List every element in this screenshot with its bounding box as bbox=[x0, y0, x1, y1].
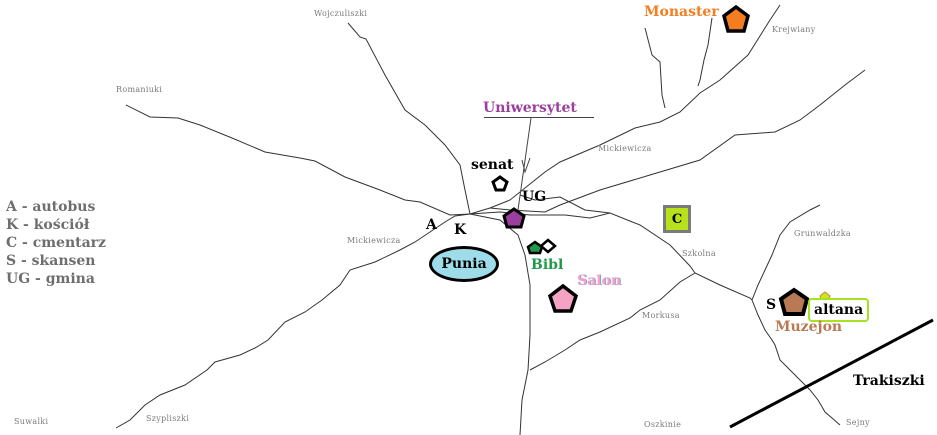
road-monaster-branch-2 bbox=[697, 17, 713, 87]
uniwersytet-underline bbox=[484, 117, 594, 118]
place-label-romaniuki: Romaniuki bbox=[116, 85, 163, 94]
ug-marker-icon bbox=[502, 207, 526, 229]
landmark-label-punia: Punia bbox=[441, 256, 487, 272]
road-grunwaldzka bbox=[751, 204, 821, 301]
map-legend: A - autobus K - kościół C - cmentarz S -… bbox=[6, 198, 106, 288]
place-label-sejny: Sejny bbox=[846, 418, 870, 427]
street-label-szkolna: Szkolna bbox=[682, 249, 716, 258]
road-east bbox=[489, 69, 866, 213]
place-label-wojczuliszki: Wojczuliszki bbox=[314, 9, 368, 18]
landmark-label-monaster[interactable]: Monaster bbox=[644, 4, 719, 20]
landmark-label-s[interactable]: S bbox=[766, 297, 777, 313]
road-mickiewicza-ne bbox=[469, 4, 781, 215]
bibl-secondary-marker-icon bbox=[539, 238, 557, 254]
border-line bbox=[729, 318, 934, 429]
place-label-suwalki: Suwalki bbox=[14, 417, 49, 426]
uniwersytet-pointer bbox=[517, 117, 532, 211]
landmark-label-ug[interactable]: UG bbox=[522, 189, 547, 205]
road-romaniuki bbox=[125, 104, 471, 216]
place-label-szypliszki: Szypliszki bbox=[146, 414, 190, 423]
place-label-krejwiany: Krejwiany bbox=[772, 25, 816, 34]
legend-item-skansen: S - skansen bbox=[6, 253, 96, 269]
bibl-marker-icon bbox=[526, 240, 544, 255]
salon-marker-icon bbox=[547, 283, 579, 313]
legend-item-autobus: A - autobus bbox=[6, 199, 96, 215]
landmark-label-bibl[interactable]: Bibl bbox=[531, 257, 564, 273]
legend-item-kosciol: K - kościół bbox=[6, 217, 90, 233]
senat-marker-icon bbox=[491, 175, 509, 192]
legend-item-gmina: UG - gmina bbox=[6, 271, 95, 287]
landmark-altana[interactable]: altana bbox=[808, 298, 870, 322]
road-wojczuliszki bbox=[347, 22, 471, 215]
muzejon-marker-icon bbox=[778, 287, 810, 316]
road-monaster-branch-1 bbox=[644, 27, 666, 109]
road-sejny bbox=[751, 299, 841, 426]
monaster-marker-icon bbox=[722, 4, 750, 33]
landmark-label-a[interactable]: A bbox=[426, 217, 437, 233]
street-label-mickiewicza-w: Mickiewicza bbox=[347, 236, 401, 245]
landmark-label-k[interactable]: K bbox=[454, 222, 467, 238]
road-mickiewicza-west bbox=[115, 213, 471, 429]
road-ug-north bbox=[519, 194, 611, 214]
street-label-mickiewicza-ne: Mickiewicza bbox=[598, 144, 652, 153]
landmark-punia[interactable]: Punia bbox=[429, 246, 499, 282]
road-morkusa bbox=[529, 272, 696, 371]
place-label-oszkinie: Oszkinie bbox=[644, 420, 682, 429]
street-label-morkusa: Morkusa bbox=[642, 311, 680, 320]
landmark-label-altana: altana bbox=[814, 302, 864, 318]
landmark-label-uniwersytet[interactable]: Uniwersytet bbox=[483, 100, 577, 116]
landmark-label-salon[interactable]: Salon bbox=[577, 273, 622, 289]
landmark-label-muzejon[interactable]: Muzejon bbox=[775, 319, 843, 335]
legend-item-cmentarz: C - cmentarz bbox=[6, 235, 106, 251]
road-szkolna bbox=[469, 211, 753, 301]
landmark-cmentarz[interactable]: C bbox=[663, 205, 691, 233]
region-label-trakiszki[interactable]: Trakiszki bbox=[853, 373, 925, 389]
landmark-label-senat[interactable]: senat bbox=[471, 157, 514, 173]
landmark-label-c: C bbox=[671, 211, 683, 227]
street-label-grunwaldzka: Grunwaldzka bbox=[794, 229, 851, 238]
